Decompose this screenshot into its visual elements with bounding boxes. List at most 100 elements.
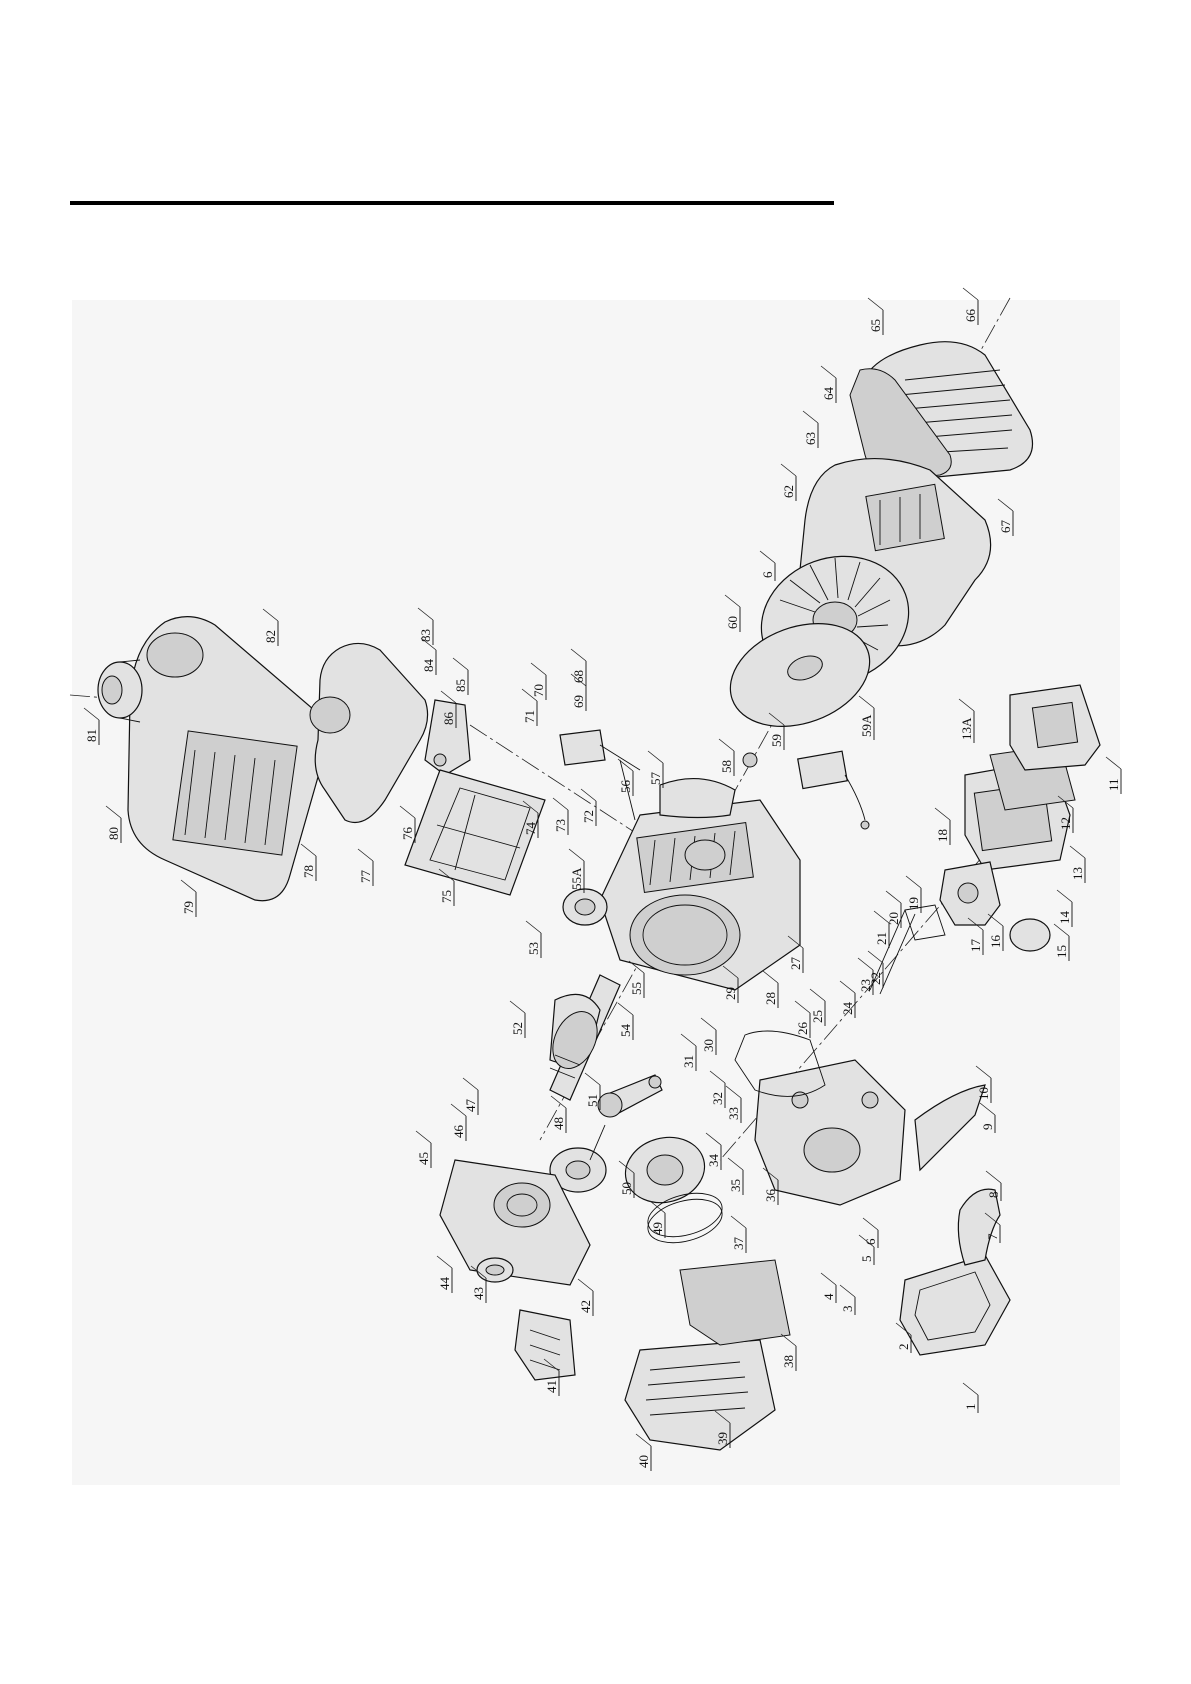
part-label-text: 42 xyxy=(578,1300,593,1313)
part-label-leader xyxy=(706,1133,721,1145)
part-label-text: 59 xyxy=(769,734,784,747)
part-label-leader xyxy=(263,609,278,621)
part-label-text: 13A xyxy=(959,717,974,740)
part-label-text: 10 xyxy=(976,1087,991,1100)
air-filter-cover xyxy=(1010,685,1100,770)
part-label-leader xyxy=(858,958,873,970)
governor-assembly xyxy=(515,1310,575,1380)
part-label-10: 10 xyxy=(976,1066,991,1103)
carburetor xyxy=(940,862,1000,925)
part-label-leader xyxy=(416,1131,431,1143)
part-label-text: 2 xyxy=(896,1344,911,1351)
part-label-text: 34 xyxy=(706,1154,721,1168)
part-label-leader xyxy=(531,663,546,675)
part-label-34: 34 xyxy=(706,1133,721,1170)
part-label-6: 6 xyxy=(863,1218,878,1248)
part-label-text: 29 xyxy=(723,987,738,1000)
part-label-85: 85 xyxy=(453,658,468,695)
part-label-text: 32 xyxy=(710,1092,725,1105)
part-label-text: 35 xyxy=(728,1179,743,1192)
part-label-leader xyxy=(906,876,921,888)
part-label-11: 11 xyxy=(1106,757,1121,794)
part-label-text: 33 xyxy=(726,1107,741,1120)
part-label-text: 41 xyxy=(544,1380,559,1393)
part-label-text: 19 xyxy=(906,897,921,910)
part-label-text: 28 xyxy=(763,992,778,1005)
part-label-leader xyxy=(821,366,836,378)
part-label-text: 74 xyxy=(523,822,538,836)
part-label-leader xyxy=(821,1273,836,1285)
part-label-leader xyxy=(1106,757,1121,769)
part-label-text: 45 xyxy=(416,1152,431,1165)
part-label-text: 67 xyxy=(998,520,1013,534)
part-label-55: 55 xyxy=(629,961,644,998)
part-label-15: 15 xyxy=(1054,924,1069,961)
part-label-leader xyxy=(510,1001,525,1013)
part-label-leader xyxy=(358,849,373,861)
part-label-leader xyxy=(986,1171,1001,1183)
part-label-30: 30 xyxy=(701,1018,716,1055)
part-label-leader xyxy=(959,699,974,711)
part-label-79: 79 xyxy=(181,880,196,917)
part-label-text: 64 xyxy=(821,387,836,401)
part-label-leader xyxy=(437,1256,452,1268)
part-label-leader xyxy=(886,891,901,903)
part-label-text: 36 xyxy=(763,1189,778,1203)
part-label-text: 59A xyxy=(859,714,874,737)
part-label-76: 76 xyxy=(400,806,415,843)
part-label-24: 24 xyxy=(840,981,855,1018)
part-label-40: 40 xyxy=(636,1434,651,1471)
part-label-82: 82 xyxy=(263,609,278,646)
part-label-14: 14 xyxy=(1057,890,1072,927)
part-label-leader xyxy=(719,739,734,751)
part-label-leader xyxy=(710,1071,725,1083)
part-label-text: 55 xyxy=(629,982,644,995)
part-label-text: 55A xyxy=(569,867,584,890)
part-label-48: 48 xyxy=(551,1096,566,1133)
part-label-45: 45 xyxy=(416,1131,431,1168)
part-label-leader xyxy=(976,1066,991,1078)
part-label-leader xyxy=(84,708,99,720)
part-label-leader xyxy=(553,798,568,810)
part-label-1: 1 xyxy=(963,1383,978,1413)
part-label-text: 76 xyxy=(400,827,415,841)
part-label-text: 80 xyxy=(106,827,121,840)
part-label-59A: 59A xyxy=(859,696,874,740)
part-label-text: 78 xyxy=(301,865,316,878)
part-label-text: 26 xyxy=(795,1022,810,1036)
part-label-text: 18 xyxy=(935,829,950,842)
part-label-text: 49 xyxy=(650,1222,665,1235)
part-label-leader xyxy=(106,806,121,818)
part-label-text: 30 xyxy=(701,1039,716,1052)
part-label-text: 62 xyxy=(781,485,796,498)
muffler-heat-shield xyxy=(680,1260,790,1345)
part-label-57: 57 xyxy=(648,751,663,788)
part-label-leader xyxy=(863,1218,878,1230)
part-label-84: 84 xyxy=(421,638,436,675)
part-label-49: 49 xyxy=(650,1201,665,1238)
fuel-bowl xyxy=(1010,919,1050,951)
part-label-leader xyxy=(571,649,586,661)
part-label-text: 75 xyxy=(439,890,454,903)
cylinder-head xyxy=(755,1060,905,1205)
part-label-leader xyxy=(728,1158,743,1170)
part-label-leader xyxy=(935,808,950,820)
part-label-text: 1 xyxy=(963,1404,978,1411)
part-label-leader xyxy=(618,1003,633,1015)
part-label-leader xyxy=(725,595,740,607)
part-label-leader xyxy=(781,464,796,476)
part-label-leader xyxy=(301,844,316,856)
part-label-text: 6 xyxy=(760,571,775,578)
part-label-65: 65 xyxy=(868,298,883,335)
part-label-text: 16 xyxy=(988,935,1003,949)
part-label-leader xyxy=(840,1285,855,1297)
valve-cover xyxy=(900,1255,1010,1355)
part-label-text: 81 xyxy=(84,729,99,742)
part-label-81: 81 xyxy=(84,708,99,745)
part-label-text: 84 xyxy=(421,659,436,673)
part-label-leader xyxy=(868,951,883,963)
tank-bracket xyxy=(425,700,470,775)
part-label-text: 14 xyxy=(1057,911,1072,925)
part-label-text: 63 xyxy=(803,432,818,445)
